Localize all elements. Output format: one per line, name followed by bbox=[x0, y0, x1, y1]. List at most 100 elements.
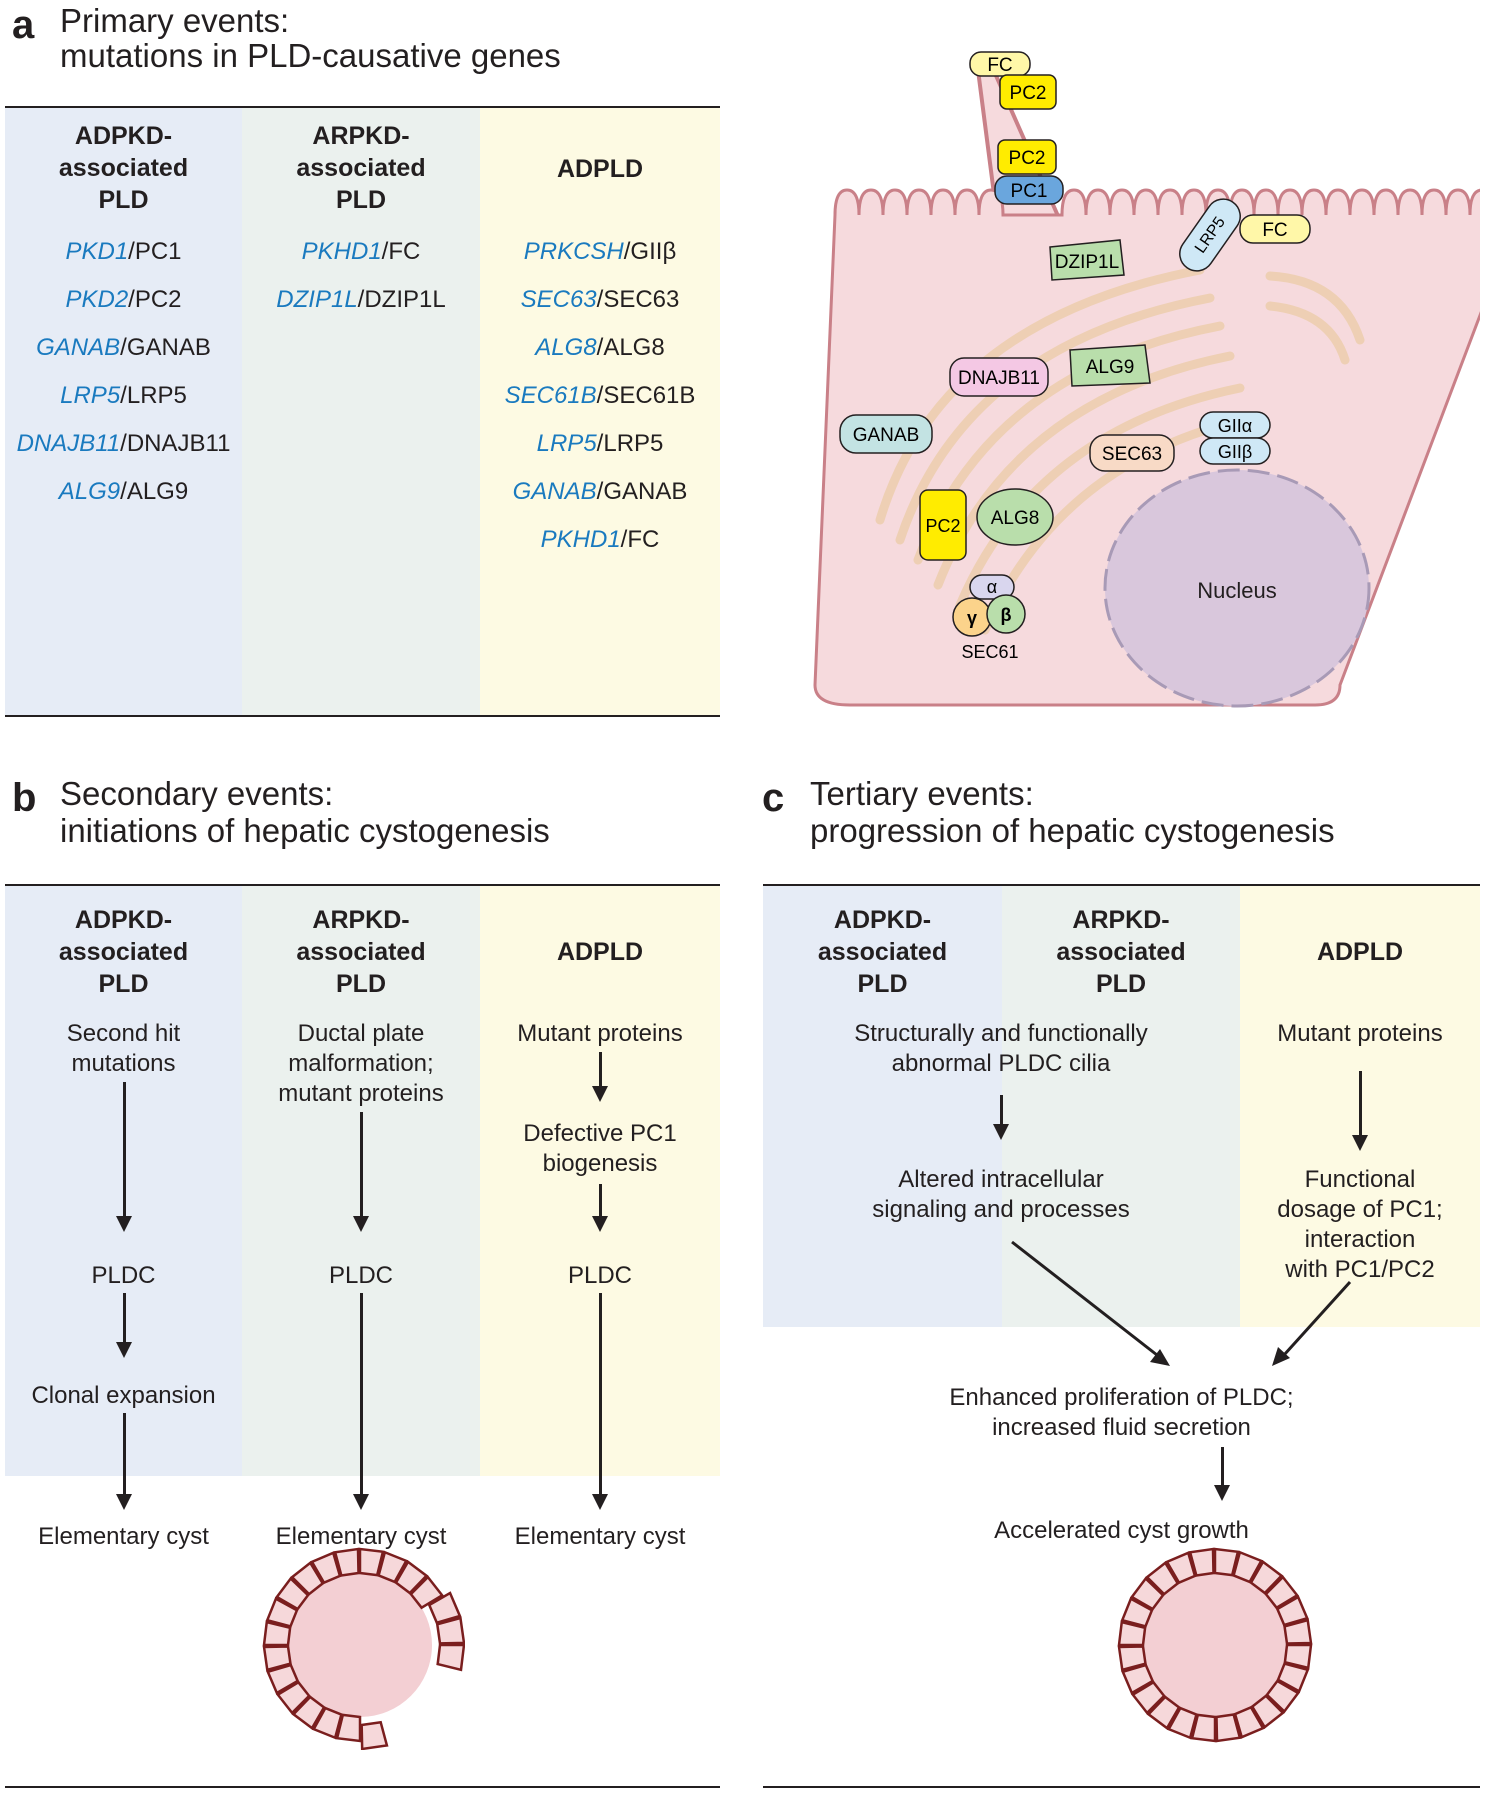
cyst-cell bbox=[266, 1663, 300, 1695]
left-step-signaling-line: Altered intracellular bbox=[898, 1166, 1104, 1193]
right-step-mutant-proteins-line: Mutant proteins bbox=[1277, 1020, 1443, 1047]
down-arrow bbox=[592, 1184, 608, 1232]
gene-row: DZIP1L/DZIP1L bbox=[242, 276, 480, 324]
cyst-cell bbox=[335, 1713, 362, 1743]
gene-name: GANAB bbox=[512, 478, 597, 505]
cyst-cell bbox=[435, 1616, 465, 1645]
protein-name: /SEC61B bbox=[596, 382, 696, 409]
gene-row: SEC63/SEC63 bbox=[480, 276, 720, 324]
cyst-cell bbox=[1120, 1596, 1154, 1628]
column-header-line: PLD bbox=[336, 970, 386, 998]
cyst-cell bbox=[1121, 1663, 1155, 1695]
gene-name: DNAJB11 bbox=[16, 430, 121, 457]
flow-step-line: PLDC bbox=[328, 1262, 394, 1289]
dzip1l-protein: DZIP1L bbox=[1049, 239, 1125, 281]
cyst-cell bbox=[1131, 1680, 1166, 1715]
cyst-cell bbox=[290, 1561, 325, 1596]
down-arrow bbox=[592, 1052, 608, 1102]
protein-name: /GIIβ bbox=[623, 238, 677, 265]
cell-svg: Nucleus FC PC2 PC2 PC1 DZIP1L LRP5 FC bbox=[813, 51, 1487, 708]
svg-text:DNAJB11: DNAJB11 bbox=[958, 368, 1040, 389]
svg-text:GANAB: GANAB bbox=[853, 425, 920, 446]
cyst-cell bbox=[276, 1680, 311, 1715]
protein-name: /PC1 bbox=[128, 238, 182, 265]
sec63-protein: SEC63 bbox=[1089, 434, 1175, 472]
cyst-cell bbox=[1215, 1713, 1242, 1743]
svg-text:SEC61: SEC61 bbox=[961, 642, 1018, 662]
panel-b-letter: b bbox=[12, 776, 37, 820]
panel-a-title-line2: mutations in PLD-causative genes bbox=[60, 37, 561, 74]
elementary-cyst-illustration bbox=[262, 1547, 465, 1750]
outcome-label: Accelerated cyst growth bbox=[994, 1517, 1249, 1544]
cyst-cell bbox=[1130, 1576, 1165, 1611]
svg-text:SEC63: SEC63 bbox=[1102, 444, 1162, 465]
cyst-cell bbox=[1117, 1645, 1147, 1672]
pc1-protein: PC1 bbox=[994, 175, 1064, 205]
column-header-line: ADPKD- bbox=[833, 906, 932, 934]
gene-name: ALG8 bbox=[535, 334, 597, 361]
flow-step-line: biogenesis bbox=[542, 1150, 658, 1177]
cyst-cell bbox=[1188, 1547, 1215, 1577]
down-arrow bbox=[115, 1082, 132, 1232]
panel-a-title-line1: Primary events: bbox=[60, 2, 290, 39]
outcome-label: Elementary cyst bbox=[514, 1523, 686, 1550]
left-diagonal-arrow bbox=[1011, 1240, 1158, 1357]
cell-illustration: Nucleus FC PC2 PC2 PC1 DZIP1L LRP5 FC bbox=[800, 40, 1487, 720]
left-step-signaling-line: signaling and processes bbox=[872, 1196, 1130, 1223]
gene-name: GANAB bbox=[36, 334, 121, 361]
column-header-line: PLD bbox=[857, 970, 908, 998]
flow-step-line: Defective PC1 bbox=[523, 1120, 677, 1147]
svg-text:FC: FC bbox=[987, 55, 1012, 76]
gene-name: PRKCSH bbox=[523, 238, 624, 265]
cyst-cell bbox=[1165, 1551, 1197, 1585]
panel-a-top-rule bbox=[5, 106, 720, 108]
svg-text:ALG9: ALG9 bbox=[1086, 357, 1135, 378]
flow-step: Clonal expansion bbox=[5, 1381, 242, 1411]
protein-name: /FC bbox=[620, 526, 660, 553]
flow-step-line: Ductal plate bbox=[297, 1020, 425, 1047]
nucleus-label: Nucleus bbox=[1197, 578, 1276, 603]
panel-c-top-rule bbox=[763, 884, 1480, 886]
gene-name: PKD2 bbox=[65, 286, 129, 313]
protein-name: /DNAJB11 bbox=[120, 430, 231, 457]
merged-step-proliferation-line: increased fluid secretion bbox=[992, 1414, 1251, 1441]
gene-row: PKD1/PC1 bbox=[5, 228, 242, 276]
column-header-line: PLD bbox=[336, 186, 386, 214]
gene-name: PKHD1 bbox=[301, 238, 382, 265]
column-header-line: ADPLD bbox=[556, 155, 644, 183]
column-header-line: associated bbox=[1056, 938, 1186, 966]
protein-name: /ALG8 bbox=[596, 334, 665, 361]
flow-step-line: PLDC bbox=[567, 1262, 633, 1289]
column-header-line: PLD bbox=[1096, 970, 1146, 998]
right-step-pc1-dosage-line: interaction bbox=[1304, 1226, 1416, 1253]
fc-right-protein: FC bbox=[1239, 214, 1311, 244]
right-step-mutant-proteins: Mutant proteins bbox=[1240, 1019, 1480, 1049]
down-arrow bbox=[115, 1293, 132, 1358]
column-header-line: PLD bbox=[98, 186, 149, 214]
column-header: ADPLD bbox=[480, 936, 720, 968]
gene-row: PKHD1/FC bbox=[480, 516, 720, 564]
gene-row: ALG8/ALG8 bbox=[480, 324, 720, 372]
left-diagonal-arrowhead bbox=[1150, 1349, 1170, 1366]
gene-row: SEC61B/SEC61B bbox=[480, 372, 720, 420]
svg-text:GIIα: GIIα bbox=[1218, 416, 1252, 436]
right-diagonal-arrow bbox=[1282, 1280, 1352, 1357]
down-arrow bbox=[993, 1095, 1009, 1140]
down-arrow bbox=[115, 1413, 132, 1510]
panel-b-top-rule bbox=[5, 884, 720, 886]
cyst-cell bbox=[265, 1596, 299, 1628]
gene-name: LRP5 bbox=[60, 382, 121, 409]
gene-name: SEC61B bbox=[504, 382, 597, 409]
cyst-cell bbox=[1275, 1595, 1309, 1627]
flow-step: Defective PC1 biogenesis bbox=[480, 1119, 720, 1179]
down-arrow bbox=[353, 1112, 369, 1232]
gene-row: GANAB/GANAB bbox=[480, 468, 720, 516]
right-step-pc1-dosage-line: dosage of PC1; bbox=[1277, 1196, 1443, 1223]
cyst-lumen bbox=[1143, 1573, 1287, 1717]
